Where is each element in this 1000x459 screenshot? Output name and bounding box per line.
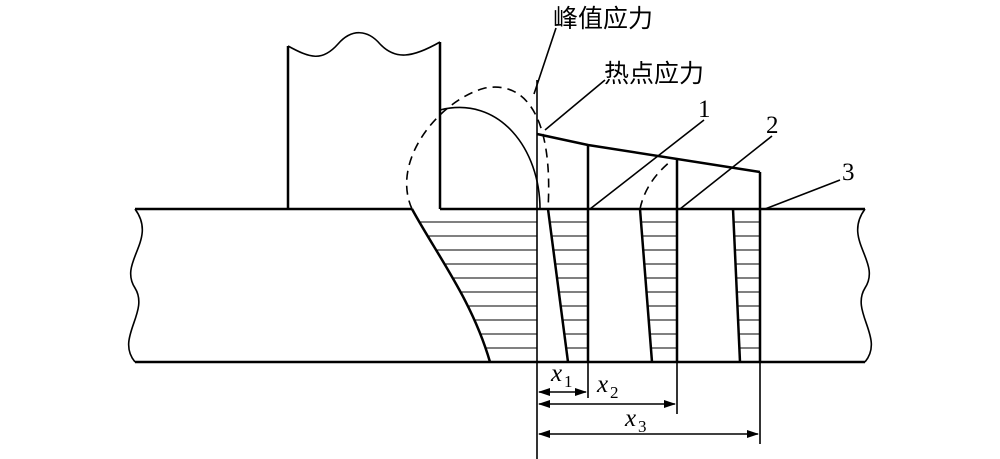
stress-arc-solid — [439, 106, 541, 210]
svg-text:x: x — [624, 405, 636, 432]
dimension-extensions — [587, 362, 761, 444]
svg-text:2: 2 — [610, 383, 619, 402]
x3-label: x 3 — [624, 405, 647, 436]
attachment-break-top — [287, 31, 441, 58]
marker-2-leader — [679, 135, 773, 210]
peak-stress-label: 峰值应力 — [553, 4, 653, 33]
svg-text:x: x — [596, 371, 608, 398]
svg-text:3: 3 — [638, 417, 647, 436]
section-profiles — [546, 145, 762, 363]
plate-break-right — [857, 208, 873, 363]
peak-stress-dashed-arc — [405, 86, 550, 210]
marker-2-label: 2 — [766, 112, 779, 139]
svg-text:1: 1 — [564, 372, 573, 391]
peak-stress-leader — [533, 27, 557, 95]
marker-1-leader — [589, 119, 705, 210]
section-hatching — [412, 221, 760, 349]
marker-3-leader — [764, 179, 841, 210]
stress-dashed-arc-2 — [639, 159, 673, 210]
plate-break-left — [127, 208, 143, 363]
svg-text:x: x — [550, 360, 562, 387]
marker-1-label: 1 — [698, 96, 711, 123]
hot-spot-stress-leader — [544, 79, 606, 131]
marker-3-label: 3 — [842, 159, 855, 186]
dimension-arrows — [538, 388, 759, 438]
x2-label: x 2 — [596, 371, 619, 402]
hot-spot-stress-label: 热点应力 — [604, 59, 704, 88]
weld-toe-curve — [410, 208, 492, 363]
attachment-plate — [286, 31, 442, 209]
hot-spot-stress-line — [536, 132, 761, 174]
leader-lines — [533, 27, 841, 210]
x1-label: x 1 — [550, 360, 573, 391]
